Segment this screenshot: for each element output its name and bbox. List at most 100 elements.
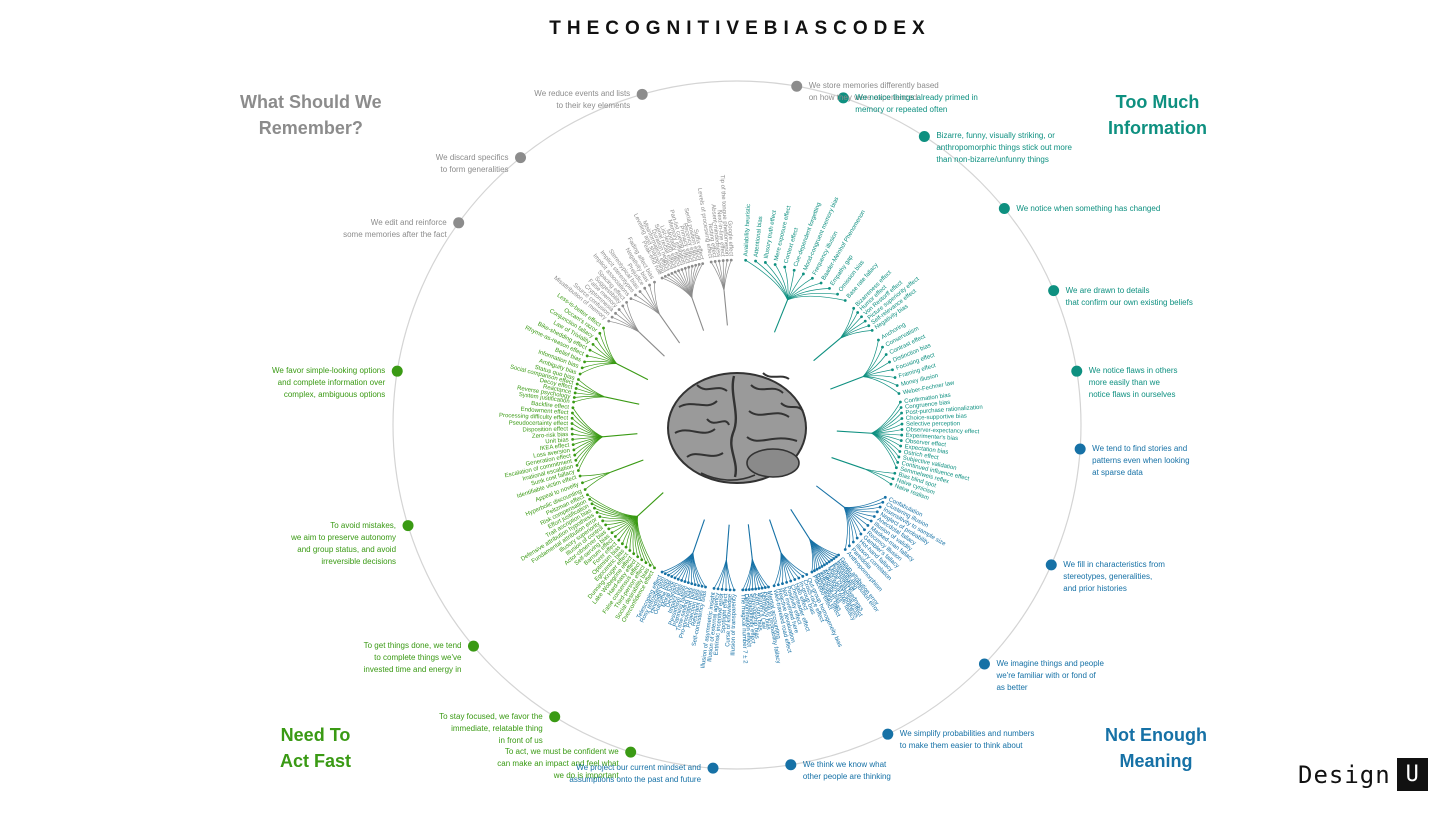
bias-node [889,482,893,486]
bias-node [680,579,684,582]
category-dot [785,759,797,771]
annotation-line: and prior histories [1063,583,1127,593]
bias-node [856,311,860,314]
bias-node [613,535,617,538]
bias-node [898,400,902,404]
bias-node [863,528,866,532]
bias-node [667,573,670,577]
bias-node [828,286,831,290]
bias-node [617,538,621,542]
bias-node [575,463,579,467]
annotation-line: than non-bizarre/unfunny things [936,155,1049,165]
bias-label: Curse of knowledge [725,593,733,647]
bias-branch [787,277,813,301]
bias-node [572,396,576,399]
annotation-line: immediate, relatable thing [451,723,543,733]
annotation-line: To avoid mistakes, [330,520,397,530]
cluster-trunk [816,485,845,508]
category-annotation: We notice when something has changed [1016,203,1160,215]
bias-node [570,432,574,436]
bias-node [591,342,595,346]
annotation-line: to complete things we've [374,653,462,663]
bias-node [574,387,578,390]
bias-node [572,400,576,404]
bias-label: The magical number 7 ± 2 [739,594,747,664]
annotation-line: We notice when something has changed [1016,203,1161,213]
bias-node [899,444,903,448]
bias-label: Availability heuristic [743,204,752,256]
bias-branch [573,396,605,403]
annotation-line: that confirm our own existing beliefs [1065,297,1193,307]
annotation-line: we're familiar with or fond of [996,670,1096,680]
bias-branch [862,369,893,377]
bias-node [571,443,575,447]
bias-node [713,260,717,263]
bias-node [573,391,577,395]
category-annotation: To avoid mistakes,we aim to preserve aut… [291,520,396,568]
bias-node [602,326,605,330]
bias-node [891,477,895,481]
bias-node [741,588,745,592]
category-dot [791,80,803,92]
category-dot [453,217,465,229]
bias-label: Reactance [542,384,572,396]
outer-circle [392,80,1082,770]
category-dot [636,88,648,100]
annotation-line: as better [996,682,1028,692]
bias-label: Next-in-line effect [715,210,725,257]
bias-node [648,563,652,567]
bias-node [586,493,589,497]
annotation-line: We reduce events and lists [534,89,631,99]
annotation-line: invested time and energy in [363,665,462,675]
bias-label: Attentional bias [754,216,765,257]
bias-branch [636,516,651,566]
bias-label: Pseudocertainty effect [509,421,569,428]
category-dot [402,520,414,532]
cluster-trunk [638,331,665,357]
cluster-trunk [659,314,681,344]
bias-branch [584,471,611,490]
bias-node [573,453,577,457]
bias-node [632,552,636,556]
bias-node [638,290,642,293]
bias-label: Illusion of transparency [731,594,738,656]
bias-branch [862,347,883,377]
bias-branch [862,375,896,378]
bias-node [760,586,764,590]
annotation-line: We notice flaws in others [1088,366,1178,376]
category-dot [978,658,990,670]
bias-node [697,584,700,587]
annotation-line: to form generalities [440,164,509,174]
cluster-trunk [790,509,810,540]
category-dot [998,203,1010,215]
annotation-line: irreversible decisions [321,556,397,566]
bias-node [686,581,690,585]
annotation-line: We fill in characteristics from [1063,559,1165,569]
bias-node [721,259,725,262]
bias-node [832,557,836,560]
bias-node [729,258,733,262]
bias-node [900,417,904,420]
bias-node [883,495,887,499]
cluster-trunk [691,297,705,331]
bias-node [697,262,701,266]
bias-branch [691,264,700,298]
bias-label: Extrinsic incentive error [714,593,726,656]
bias-node [805,573,809,576]
bias-branch [587,494,638,517]
bias-label: Normalcy bias [759,592,771,630]
bias-node [900,422,904,426]
cluster-trunk [831,457,865,470]
annotation-line: We store memories differently based [808,81,939,91]
bias-branch [864,468,892,485]
bias-label: Zero-risk bias [532,432,569,440]
bias-node [810,570,814,574]
bias-node [610,531,614,535]
bias-node [636,555,640,559]
